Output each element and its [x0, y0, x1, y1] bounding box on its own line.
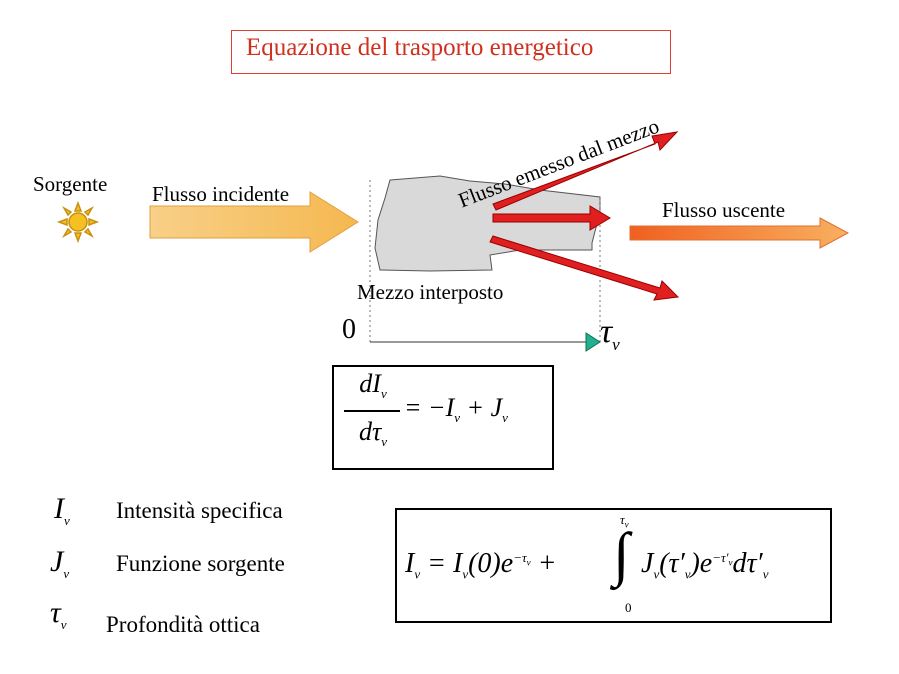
legend-symbol: Jν	[50, 545, 70, 581]
incident-flux-label: Flusso incidente	[152, 182, 290, 206]
axis-arrowhead	[585, 332, 601, 352]
outgoing-flux-label: Flusso uscente	[662, 198, 786, 222]
emitted-arrow-up	[492, 131, 679, 211]
emitted-arrow-down	[489, 235, 680, 301]
axis-zero-label: 0	[342, 314, 356, 345]
title-frame	[231, 30, 671, 74]
legend-text: Funzione sorgente	[116, 551, 285, 576]
page-title: Equazione del trasporto energetico	[246, 34, 594, 61]
legend-text: Intensità specifica	[116, 498, 283, 523]
emitted-arrow-straight	[492, 205, 611, 231]
source-label: Sorgente	[33, 172, 108, 196]
differential-equation-box: dIν dτν = −Iν + Jν	[332, 365, 554, 470]
sun-icon	[56, 200, 100, 244]
medium-label: Mezzo interposto	[357, 280, 504, 304]
tau-nu-axis-label: τν	[600, 313, 620, 354]
integral-solution-box: Iν = Iν(0)e−τν + ∫ τν 0 Jν(τ′ν)e−τ′νdτ′ν	[395, 508, 832, 623]
legend-symbol: Iν	[54, 492, 70, 528]
incident-flux-arrow	[149, 191, 359, 253]
legend-text: Profondità ottica	[106, 612, 260, 637]
outgoing-flux-arrow	[629, 217, 850, 249]
medium-blob	[374, 175, 601, 272]
legend-symbol: τν	[50, 596, 67, 632]
